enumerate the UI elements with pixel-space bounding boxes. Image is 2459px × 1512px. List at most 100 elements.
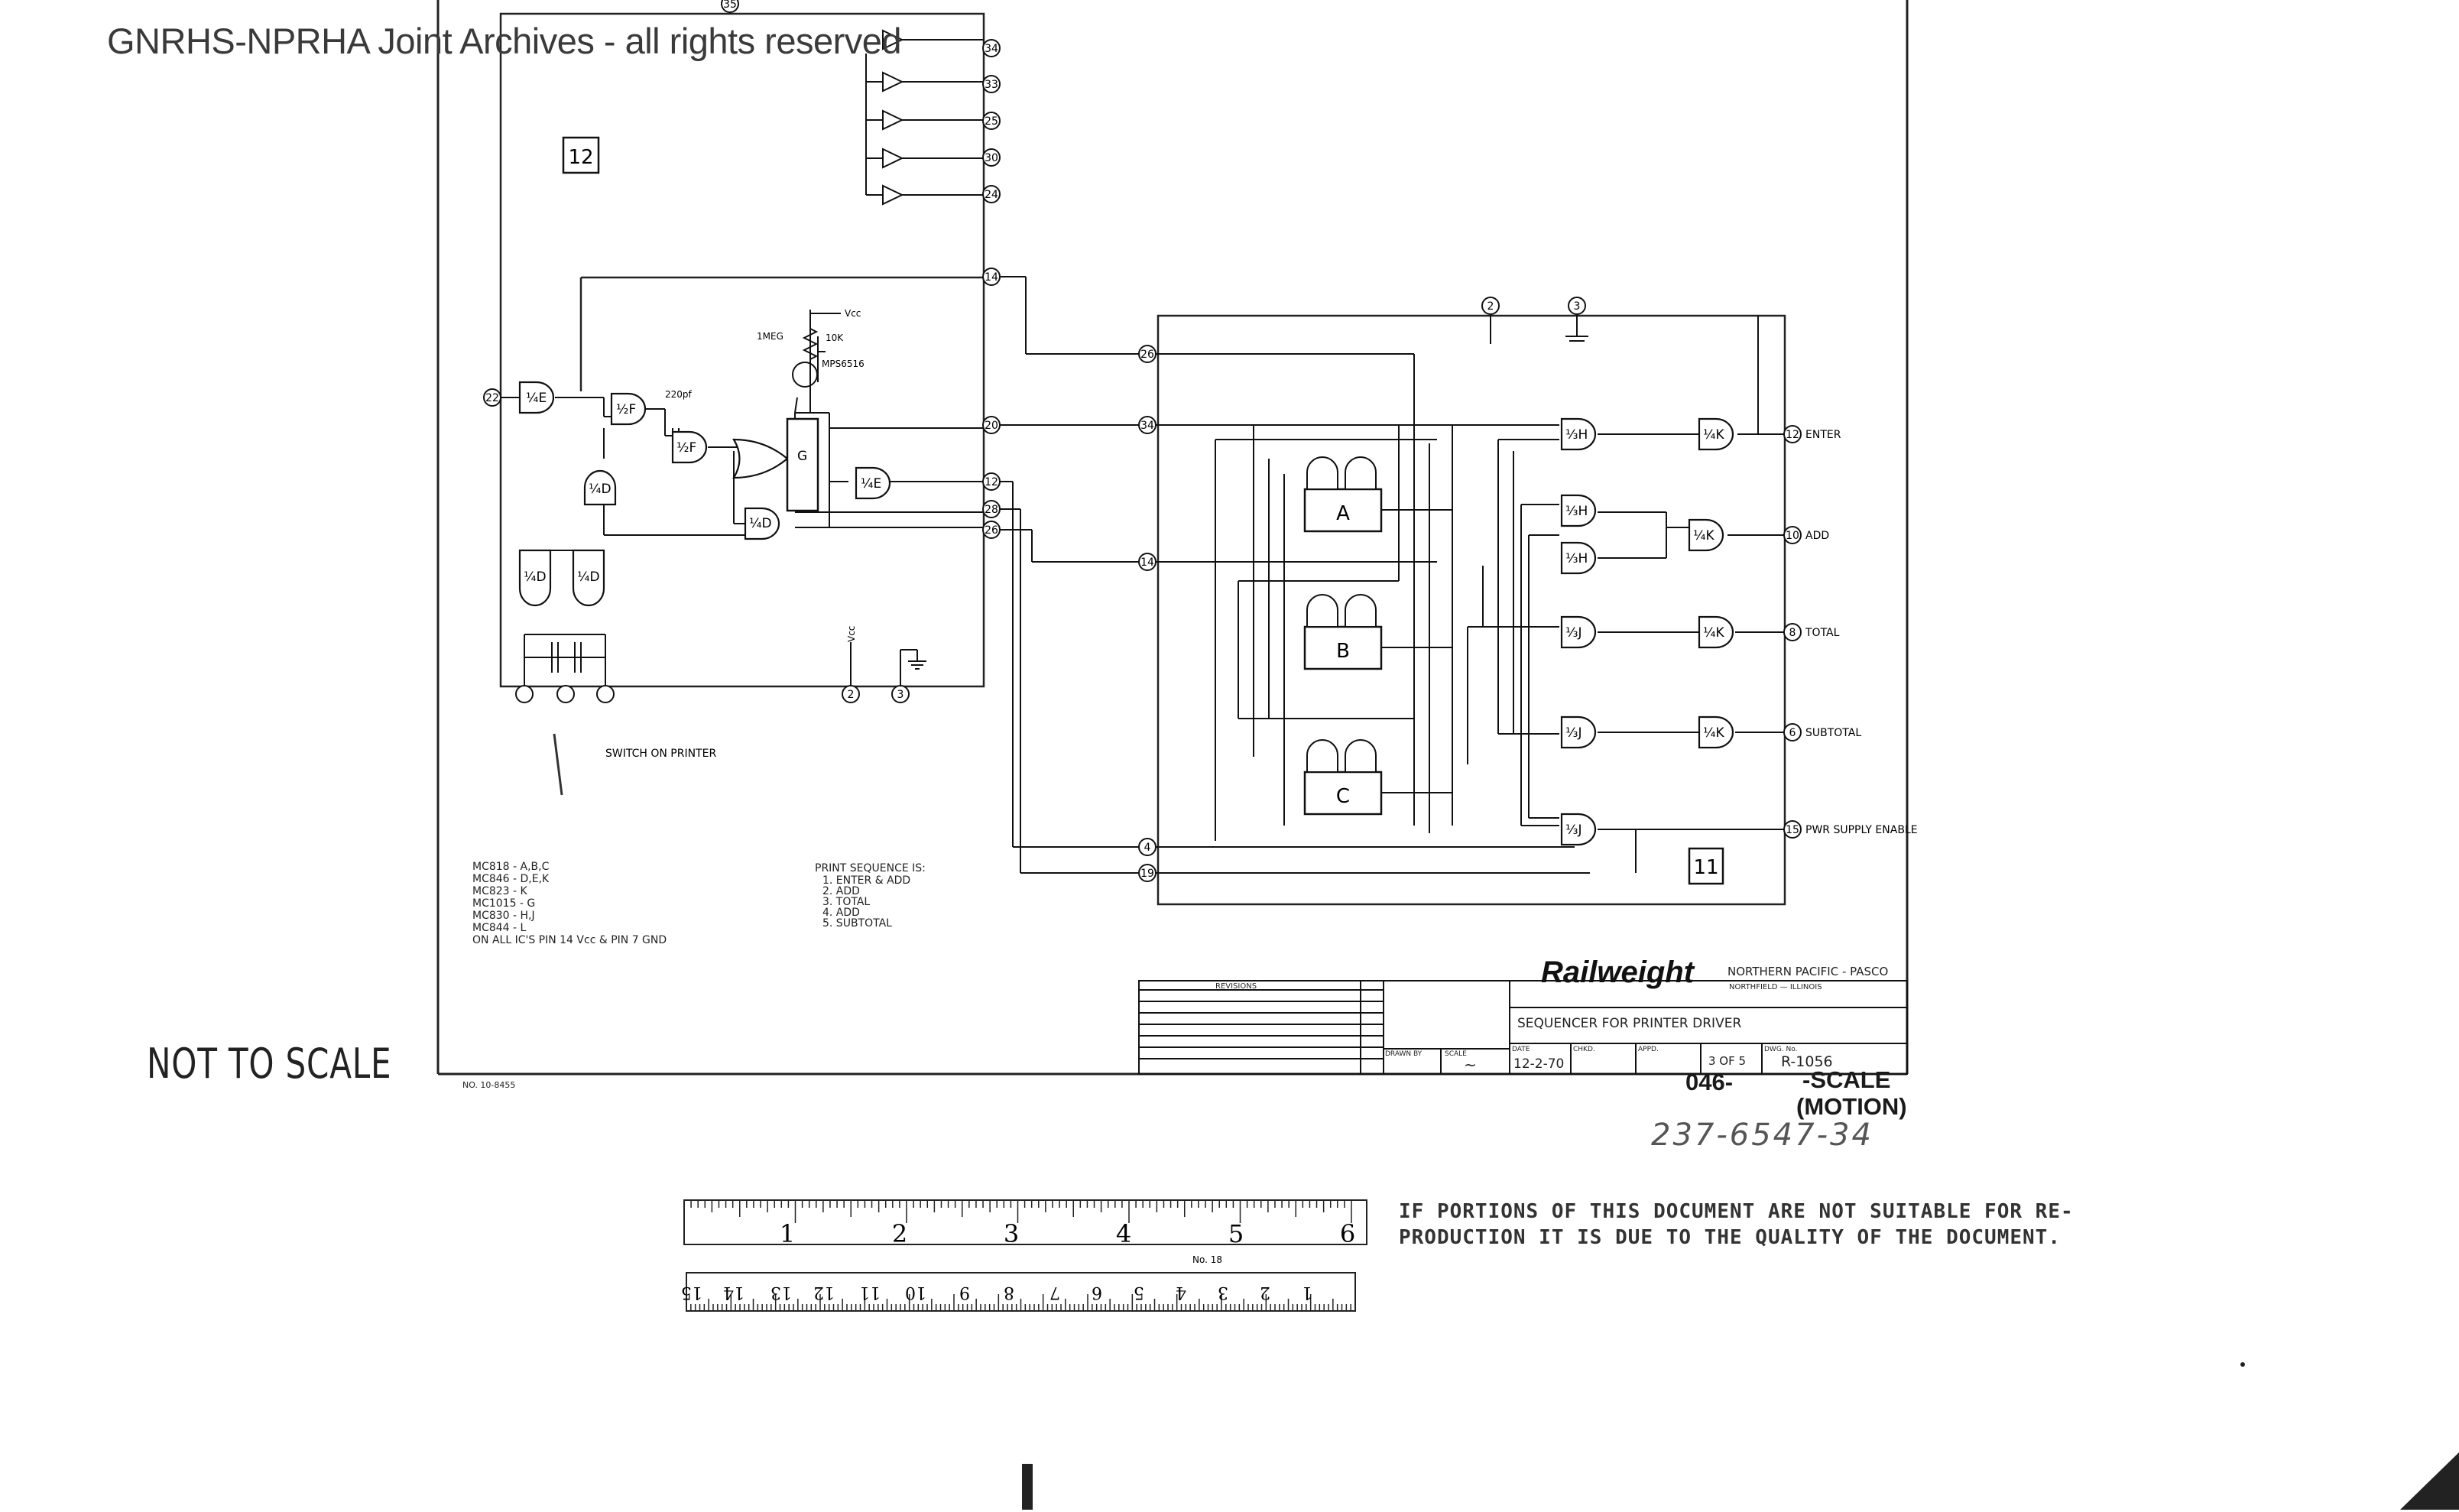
pin-25: 25 [985, 115, 998, 128]
flip-flops [1303, 456, 1383, 816]
ruler-cm-1: 1 [1302, 1283, 1312, 1302]
block-12-box [562, 136, 600, 174]
gate-j1: ⅓J [1565, 625, 1582, 641]
ruler-inch-5: 5 [1228, 1219, 1244, 1248]
resistor-1meg: 1MEG [757, 331, 783, 342]
tb-scale: ~ [1464, 1056, 1477, 1074]
pin-26-left: 26 [985, 524, 998, 537]
output-label-enter: ENTER [1805, 429, 1841, 441]
ruler-inch-6: 6 [1340, 1219, 1355, 1248]
pin-4-right: 4 [1144, 842, 1151, 854]
ruler-cm-5: 5 [1134, 1283, 1144, 1302]
ruler-cm-2: 2 [1260, 1283, 1270, 1302]
ruler-cm-12: 12 [813, 1283, 835, 1302]
output-buffers [729, 6, 984, 206]
ruler-inch-4: 4 [1116, 1219, 1131, 1248]
pin-19-right: 19 [1140, 868, 1154, 880]
output-label-add: ADD [1805, 530, 1829, 542]
tb-title: SEQUENCER FOR PRINTER DRIVER [1517, 1016, 1741, 1031]
block-11-box [1688, 847, 1724, 885]
stamp-code: 046- [1685, 1069, 1734, 1095]
pin-2-top: 2 [1487, 300, 1494, 313]
pin-26-right: 26 [1140, 349, 1154, 361]
tb-company: NORTHERN PACIFIC - PASCO [1727, 965, 1888, 978]
block-11-wiring [1215, 316, 1784, 873]
output-pin-total: 8 [1789, 627, 1796, 639]
ruler-cm-8: 8 [1004, 1283, 1014, 1302]
pin-2-bottom: 2 [848, 689, 855, 701]
ruler-inch-3: 3 [1004, 1219, 1019, 1248]
pin-35: 35 [723, 0, 737, 11]
corner-mark [2400, 1452, 2459, 1510]
transistor-symbol [792, 362, 818, 388]
reproduction-notice: IF PORTIONS OF THIS DOCUMENT ARE NOT SUI… [1399, 1199, 2074, 1251]
output-label-total: TOTAL [1805, 627, 1840, 639]
gate-g: G [797, 449, 807, 464]
pin-12-left: 12 [985, 476, 998, 488]
tb-label-date: DATE [1512, 1046, 1530, 1053]
print-sequence-step-1: 1. ENTER & ADD [822, 874, 910, 887]
ff-c: C [1336, 785, 1350, 808]
footnote-left: NO. 10-8455 [462, 1080, 516, 1090]
vcc2-label: Vcc [846, 626, 857, 642]
output-pin-enter: 12 [1786, 429, 1799, 441]
ruler-inch-2: 2 [892, 1219, 907, 1248]
tb-date: 12-2-70 [1513, 1056, 1564, 1072]
gate-f1: ½F [616, 402, 636, 417]
stamp-scale: -SCALE [1802, 1066, 1891, 1093]
ff-a: A [1336, 502, 1350, 525]
right-input-pins [1138, 297, 1586, 882]
gate-d3: ¼D [524, 569, 547, 585]
gate-k3: ¼K [1703, 625, 1724, 641]
output-pin-add: 10 [1786, 530, 1799, 542]
ic-list-1: MC846 - D,E,K [472, 873, 550, 885]
tb-label-dwgno: DWG. No. [1764, 1046, 1797, 1053]
drawing-border [436, 0, 1909, 1076]
resistor-10k: 10K [826, 333, 844, 343]
ic-list-0: MC818 - A,B,C [472, 861, 550, 873]
pin-24: 24 [985, 189, 998, 201]
speck [2240, 1362, 2245, 1367]
pin-3-bottom: 3 [897, 689, 904, 701]
gate-h1: ⅓H [1565, 427, 1588, 443]
gate-f2: ½F [676, 440, 696, 456]
capacitor-label: 220pf [665, 389, 693, 400]
pin-28: 28 [985, 504, 998, 516]
vcc-label: Vcc [845, 308, 861, 319]
block-12-gates [518, 381, 891, 607]
print-sequence-step-5: 5. SUBTOTAL [822, 917, 892, 930]
tb-dwgno: R-1056 [1781, 1053, 1833, 1070]
notice-line-1: IF PORTIONS OF THIS DOCUMENT ARE NOT SUI… [1399, 1200, 2074, 1223]
ruler-cm-7: 7 [1049, 1283, 1060, 1302]
notice-line-2: PRODUCTION IT IS DUE TO THE QUALITY OF T… [1399, 1226, 2061, 1249]
watermark: GNRHS-NPRHA Joint Archives - all rights … [107, 21, 902, 61]
tb-label-appd: APPD. [1638, 1046, 1659, 1053]
ruler-cm-10: 10 [905, 1283, 926, 1302]
ic-list-3: MC1015 - G [472, 897, 535, 910]
ic-list-5: MC844 - L [472, 922, 527, 934]
ic-list-4: MC830 - H,J [472, 910, 535, 922]
output-pin-subtotal: 6 [1789, 727, 1796, 739]
gate-d2: ¼D [749, 516, 772, 531]
gate-e1: ¼E [526, 391, 547, 406]
gate-j3: ⅓J [1565, 823, 1582, 838]
gate-h2: ⅓H [1565, 504, 1588, 519]
gate-k1: ¼K [1703, 427, 1724, 443]
brand-logo: Railweight [1541, 956, 1695, 989]
output-pins [1783, 425, 1802, 839]
pin-34-right: 34 [1140, 420, 1154, 432]
binding-mark [1022, 1464, 1033, 1510]
ruler-cm-13: 13 [770, 1283, 792, 1302]
ruler-cm-6: 6 [1092, 1283, 1102, 1302]
tb-label-chkd: CHKD. [1573, 1046, 1595, 1053]
ruler-cm-11: 11 [859, 1283, 881, 1302]
revisions-header: REVISIONS [1215, 982, 1257, 991]
gate-h3: ⅓H [1565, 551, 1588, 566]
ff-b: B [1336, 640, 1350, 663]
print-sequence-step-3: 3. TOTAL [822, 896, 870, 908]
ruler-cm-4: 4 [1176, 1283, 1186, 1302]
tb-sheet: 3 OF 5 [1708, 1054, 1746, 1068]
print-sequence-step-2: 2. ADD [822, 885, 860, 897]
block-12-wiring [501, 310, 984, 686]
